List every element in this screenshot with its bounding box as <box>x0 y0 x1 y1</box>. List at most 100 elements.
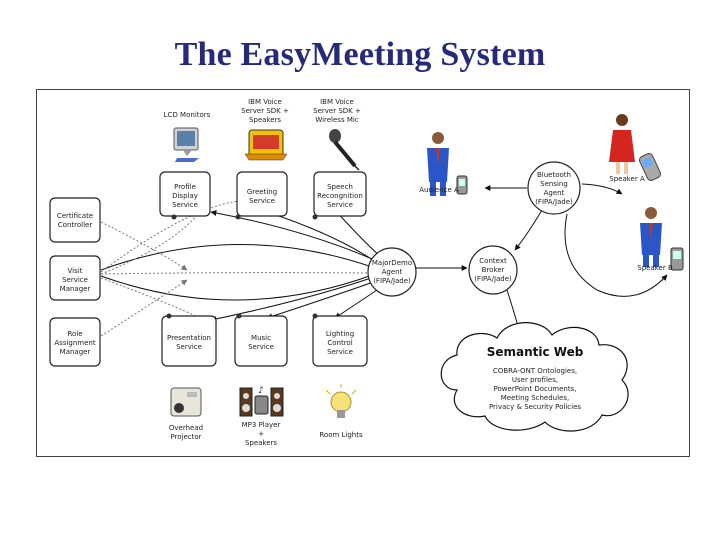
greeting-service: Greeting Service <box>235 171 288 220</box>
semantic-web-cloud-shape <box>440 322 629 432</box>
link-lighting-majordemo <box>334 285 384 319</box>
speaker-a-label: Speaker A <box>609 175 645 183</box>
projector-icon <box>170 387 202 417</box>
semantic-web-title: Semantic Web <box>487 345 584 359</box>
voice-speakers-label-1: IBM Voice <box>248 98 282 106</box>
voice-mic-label-1: IBM Voice <box>320 98 354 106</box>
mp3-speakers-icon: ♪ <box>239 386 284 417</box>
person-blue-icon <box>427 132 449 196</box>
voice-mic-label-2: Server SDK + <box>313 107 361 115</box>
dotted-certificate-link <box>100 221 188 271</box>
page-title: The EasyMeeting System <box>174 36 546 73</box>
presentation-service-box <box>161 315 217 367</box>
music-service-label-1: Music <box>251 334 271 342</box>
context-broker-label-3: (FIPA/Jade) <box>474 275 512 283</box>
room-lights-label: Room Lights <box>319 431 363 439</box>
visit-service-manager-label-3: Manager <box>60 285 91 293</box>
port-dot <box>235 214 241 220</box>
majordemo-agent-label-2: Agent <box>382 268 403 276</box>
port-dot <box>312 313 318 319</box>
dotted-role-link <box>100 279 188 337</box>
music-service-label-2: Service <box>248 343 274 351</box>
greeting-service-box <box>236 171 288 217</box>
lighting-control-service-label-1: Lighting <box>326 330 354 338</box>
audience-a-label: Audience A <box>419 186 459 194</box>
context-broker-label-1: Context <box>479 257 507 265</box>
context-broker-agent: Context Broker (FIPA/Jade) <box>468 245 518 295</box>
profile-display-service-label-2: Display <box>172 192 198 200</box>
link-profile-majordemo <box>210 210 380 263</box>
semantic-web-cloud: Semantic Web COBRA-ONT Ontologies, User … <box>440 322 629 432</box>
visit-service-manager-label-1: Visit <box>68 267 83 275</box>
semantic-web-line-5: Privacy & Security Policies <box>489 403 581 411</box>
port-dot <box>166 313 172 319</box>
person-red-icon <box>609 114 635 174</box>
lighting-control-service-label-2: Control <box>327 339 352 347</box>
presentation-service: Presentation Service <box>161 313 217 367</box>
bluetooth-sensing-label-1: Bluetooth <box>537 171 571 179</box>
speaker-a-person: Speaker A <box>609 114 662 183</box>
semantic-web-line-4: Meeting Schedules, <box>501 394 570 402</box>
bluetooth-sensing-label-3: Agent <box>544 189 565 197</box>
role-assignment-manager-label-3: Manager <box>60 348 91 356</box>
certificate-controller-box <box>49 197 101 243</box>
pda-icon <box>456 175 468 195</box>
lcd-monitor-device: LCD Monitors <box>164 111 211 162</box>
voice-mic-device: IBM Voice Server SDK + Wireless Mic <box>313 98 361 171</box>
majordemo-agent-label-1: MajorDemo <box>372 259 412 267</box>
phone-icon <box>638 153 662 181</box>
link-visit-majordemo-upper <box>100 244 376 271</box>
profile-display-service-box <box>159 171 211 217</box>
speech-recognition-service: Speech Recongnition Service <box>312 171 367 220</box>
semantic-web-line-1: COBRA-ONT Ontologies, <box>493 367 577 375</box>
link-presentation-majordemo <box>210 274 378 322</box>
link-bluetooth-speakerb <box>564 213 668 297</box>
projector-label-2: Projector <box>170 433 201 441</box>
microphone-icon <box>329 129 360 171</box>
audience-a-person: Audience A <box>419 132 468 196</box>
mp3-device: ♪ MP3 Player + Speakers <box>239 386 284 447</box>
room-lights-device: Room Lights <box>319 384 363 439</box>
speech-recognition-service-label-2: Recongnition <box>317 192 363 200</box>
semantic-web-line-3: PowerPoint Documents, <box>494 385 577 393</box>
lcd-monitor-icon <box>173 127 199 162</box>
greeting-service-label-2: Service <box>249 197 275 205</box>
speakers-icon <box>244 129 288 161</box>
dotted-visit-center <box>100 272 368 275</box>
svg-text:♪: ♪ <box>258 386 264 396</box>
link-greeting-majordemo <box>266 210 380 265</box>
projector-device: Overhead Projector <box>169 387 203 441</box>
majordemo-agent: MajorDemo Agent (FIPA/Jade) <box>367 247 417 297</box>
bluetooth-sensing-agent: Bluetooth Sensing Agent (FIPA/Jade) <box>527 161 581 215</box>
context-broker-circle <box>468 245 518 295</box>
music-service-box <box>234 315 288 367</box>
voice-mic-label-3: Wireless Mic <box>315 116 358 124</box>
link-bluetooth-broker <box>514 209 543 251</box>
majordemo-agent-label-3: (FIPA/Jade) <box>373 277 411 285</box>
port-dot <box>312 214 318 220</box>
visit-service-manager-box <box>49 255 101 301</box>
easymeeting-diagram: Certificate Controller Visit Service Man… <box>49 98 684 447</box>
dotted-visit-greeting <box>100 197 253 273</box>
voice-speakers-label-2: Server SDK + <box>241 107 289 115</box>
profile-display-service-label-1: Profile <box>174 183 196 191</box>
bluetooth-sensing-circle <box>527 161 581 215</box>
certificate-controller: Certificate Controller <box>49 197 101 243</box>
presentation-service-label-1: Presentation <box>167 334 211 342</box>
link-bluetooth-speakera <box>581 183 623 195</box>
mp3-label-3: Speakers <box>245 439 277 447</box>
speech-recognition-service-label-3: Service <box>327 201 353 209</box>
context-broker-label-2: Broker <box>482 266 505 274</box>
lighting-control-service: Lighting Control Service <box>312 313 368 367</box>
speech-recognition-service-box <box>313 171 367 217</box>
role-assignment-manager-box <box>49 317 101 367</box>
voice-speakers-label-3: Speakers <box>249 116 281 124</box>
greeting-service-label-1: Greeting <box>247 188 277 196</box>
projector-label-1: Overhead <box>169 424 203 432</box>
diagram-frame: Certificate Controller Visit Service Man… <box>36 89 690 457</box>
profile-display-service: Profile Display Service <box>159 171 211 220</box>
majordemo-agent-circle <box>367 247 417 297</box>
certificate-controller-label-2: Controller <box>58 221 93 229</box>
visit-service-manager: Visit Service Manager <box>49 255 101 301</box>
person-blue-icon <box>640 207 662 267</box>
